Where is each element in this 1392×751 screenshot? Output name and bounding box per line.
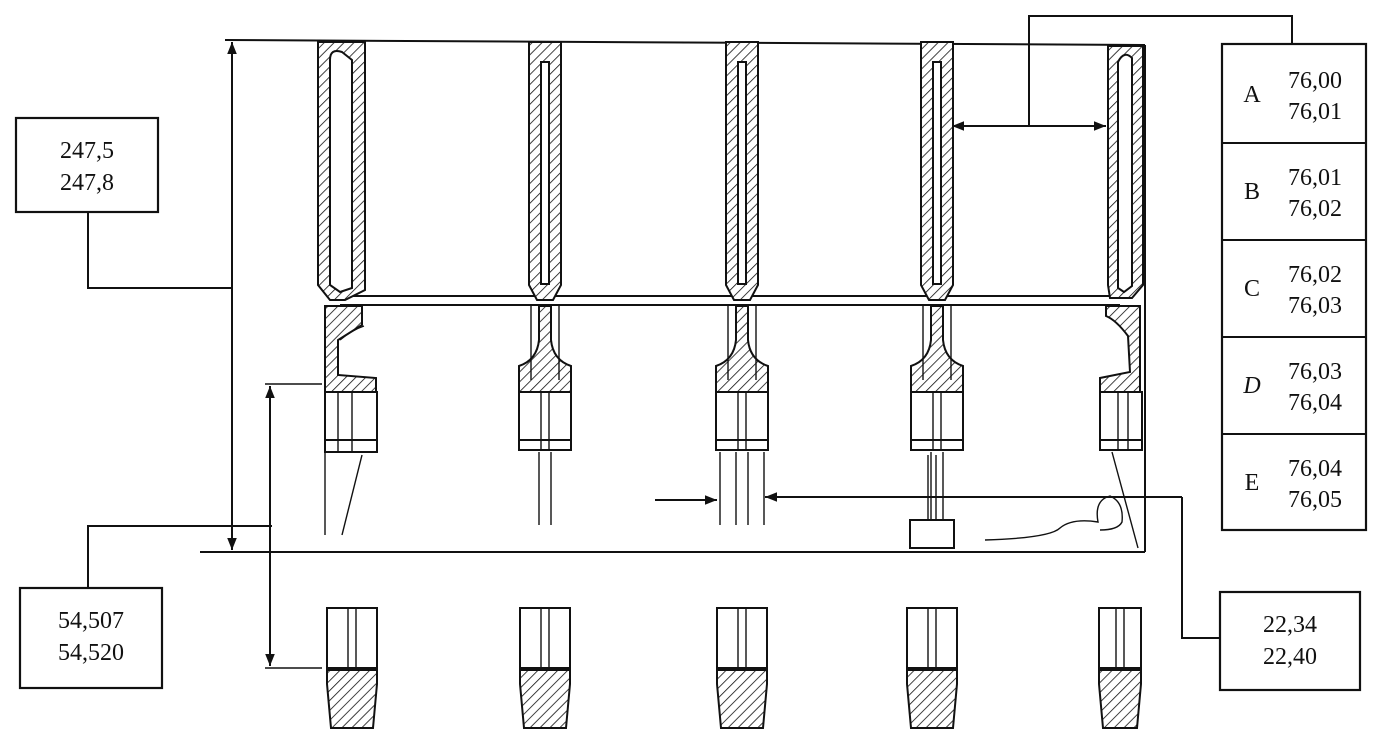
bore-grade-row: A 76,00 76,01	[1243, 68, 1342, 125]
bore-grade-min: 76,02	[1288, 262, 1342, 288]
bore-grade-row: C 76,02 76,03	[1244, 262, 1342, 319]
block-height-max: 247,8	[60, 170, 114, 196]
bore-grade-letter: E	[1245, 470, 1260, 496]
bore-grade-letter: A	[1243, 82, 1261, 108]
bore-grade-min: 76,04	[1288, 456, 1342, 482]
bearing-width-max: 22,40	[1263, 644, 1317, 670]
bore-grade-rows: A 76,00 76,01B 76,01 76,02C 76,02 76,03D 76,03 7…	[1242, 68, 1342, 513]
bearing-cap-5	[1098, 607, 1142, 729]
bearing-bore-max: 54,520	[58, 640, 124, 666]
bearing-width-dimension	[655, 492, 1220, 639]
bore-grade-min: 76,01	[1288, 165, 1342, 191]
bore-grade-letter: D	[1242, 373, 1260, 399]
bearing-bore-dimension	[87, 383, 322, 669]
block-outline	[200, 39, 1146, 553]
bearing-cap-2	[519, 607, 571, 729]
bore-grade-table: A 76,00 76,01B 76,01 76,02C 76,02 76,03D 76,03 7…	[1220, 42, 1368, 532]
bore-grade-max: 76,01	[1288, 99, 1342, 125]
bore-grade-max: 76,04	[1288, 390, 1342, 416]
oil-channel-stub	[909, 455, 955, 549]
bearing-cap-4	[906, 607, 958, 729]
bore-grade-letter: C	[1244, 276, 1260, 302]
block-height-min: 247,5	[60, 138, 114, 164]
bearing-bore-callout: 54,507 54,520	[18, 586, 164, 690]
left-end-wall	[317, 41, 378, 536]
bore-grade-max: 76,02	[1288, 196, 1342, 222]
interior-webs	[518, 41, 964, 525]
bore-grade-min: 76,03	[1288, 359, 1342, 385]
bore-grade-row: D 76,03 76,04	[1242, 359, 1342, 416]
bearing-caps-row	[326, 607, 1142, 729]
cylinder-bore-dimension	[952, 15, 1293, 131]
bearing-bore-min: 54,507	[58, 608, 124, 634]
bore-grade-max: 76,05	[1288, 487, 1342, 513]
interior-web-4	[910, 41, 964, 525]
bore-grade-max: 76,03	[1288, 293, 1342, 319]
right-end-wall	[984, 45, 1144, 549]
bearing-width-callout: 22,34 22,40	[1218, 590, 1362, 692]
bore-grade-row: B 76,01 76,02	[1244, 165, 1342, 222]
bearing-cap-1	[326, 607, 378, 729]
bore-grade-min: 76,00	[1288, 68, 1342, 94]
bore-grade-row: E 76,04 76,05	[1245, 456, 1342, 513]
interior-web-3	[715, 41, 769, 525]
bore-grade-letter: B	[1244, 179, 1260, 205]
block-height-callout: 247,5 247,8	[14, 116, 160, 214]
bearing-cap-3	[716, 607, 768, 729]
interior-web-2	[518, 41, 572, 525]
bearing-width-min: 22,34	[1263, 612, 1317, 638]
block-height-dimension	[87, 42, 237, 550]
